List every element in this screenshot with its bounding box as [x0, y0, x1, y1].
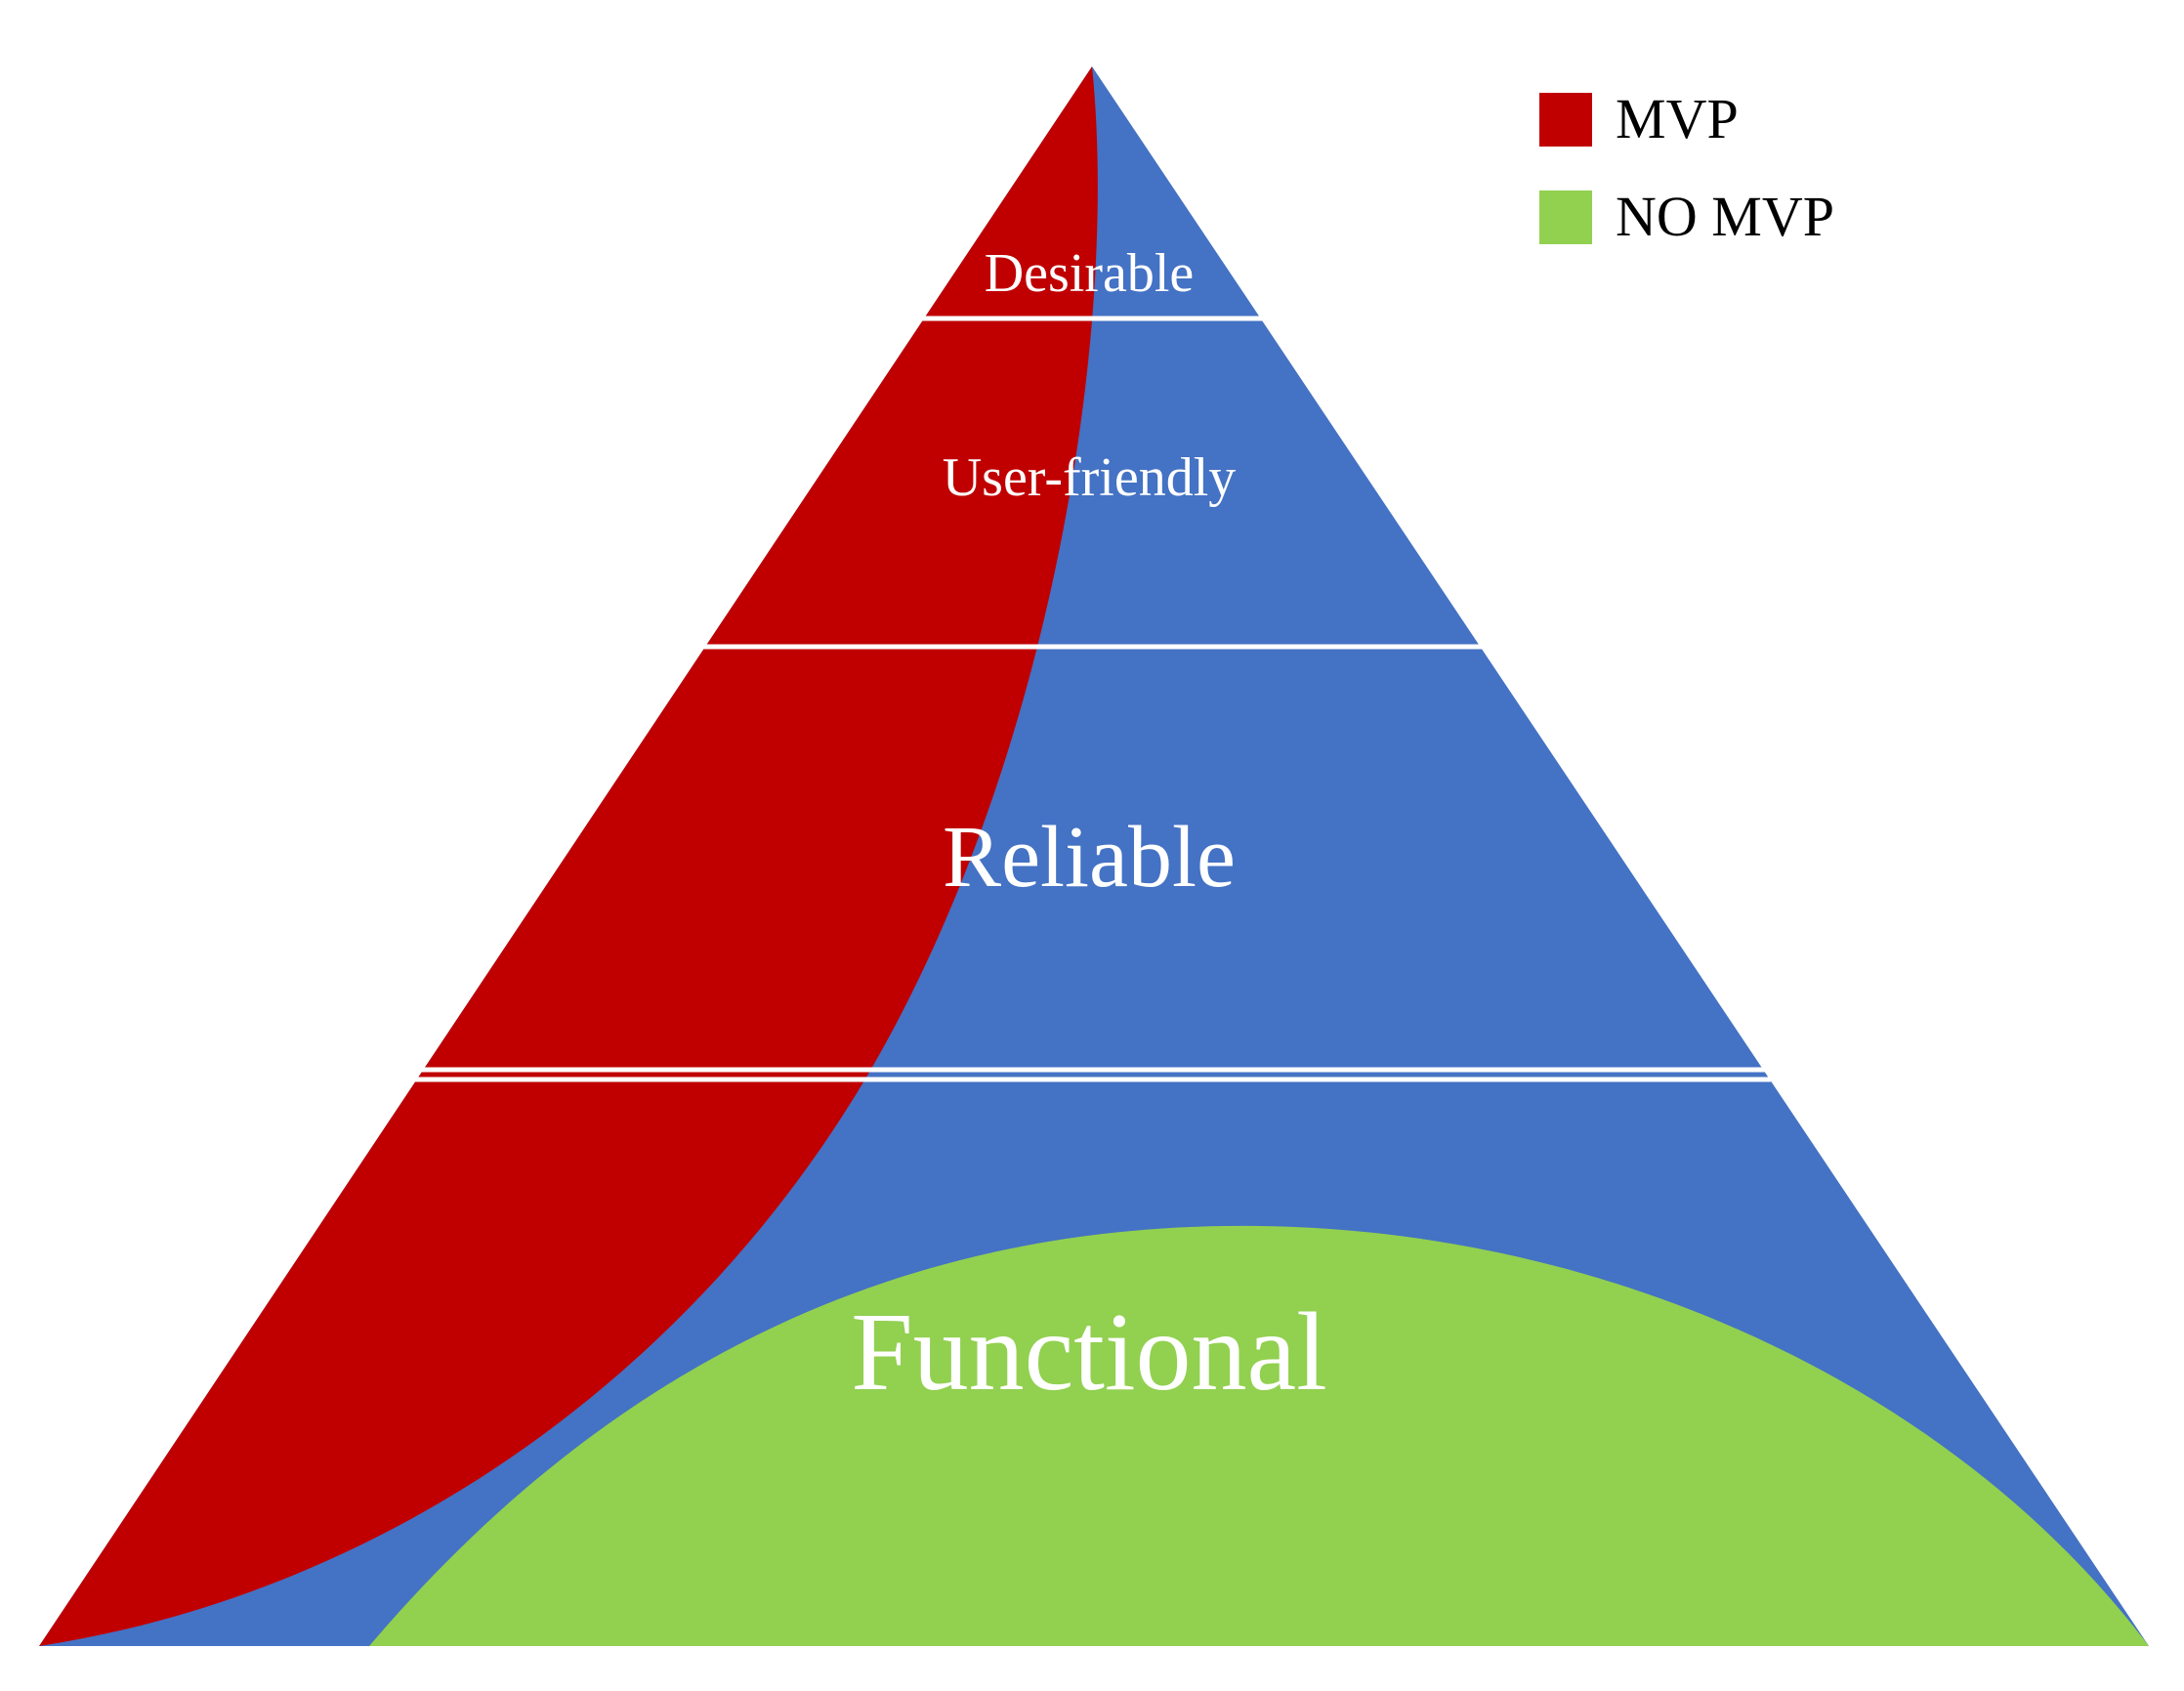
mvp-region	[39, 66, 1098, 1646]
tier-label-reliable: Reliable	[943, 809, 1236, 906]
tier-label-user-friendly: User-friendly	[943, 447, 1237, 508]
legend-label-no-mvp: NO MVP	[1616, 185, 1834, 248]
legend: MVP NO MVP	[1539, 87, 1834, 248]
tier-label-functional: Functional	[851, 1289, 1327, 1414]
legend-swatch-no-mvp	[1539, 190, 1592, 244]
legend-swatch-mvp	[1539, 93, 1592, 147]
tier-label-desirable: Desirable	[985, 243, 1195, 304]
no-mvp-region	[369, 1225, 2149, 1646]
legend-label-mvp: MVP	[1616, 87, 1739, 150]
